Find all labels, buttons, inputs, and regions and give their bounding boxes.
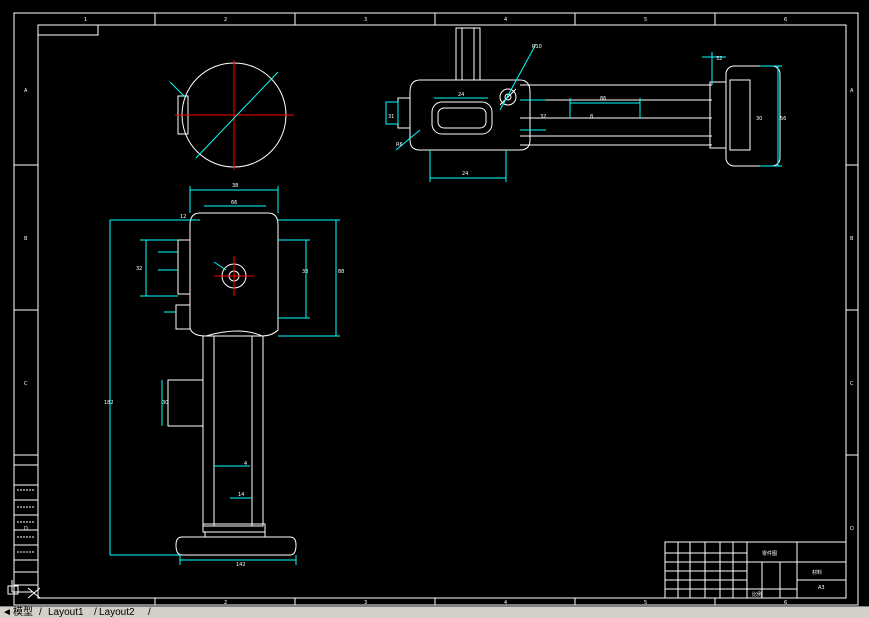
border-bottom-3: 3 [364, 600, 367, 606]
title-block-text: 零件图 材料 比例 A3 [752, 550, 825, 598]
tab-layout1[interactable]: Layout1 [48, 607, 84, 618]
dim-front-4: 88 [338, 269, 344, 275]
border-top-3: 3 [364, 17, 367, 23]
dim-front-2: 66 [231, 200, 237, 206]
dim-top-3: 30 [756, 116, 762, 122]
border-right-b: B [850, 236, 854, 242]
dim-front-1: 38 [232, 183, 238, 189]
border-bottom-2: 2 [224, 600, 227, 606]
border-right-a: A [850, 88, 854, 94]
border-bottom-5: 5 [644, 600, 647, 606]
dim-top-10: 32 [540, 114, 546, 120]
tab-separator: / [94, 607, 97, 618]
border-top-6: 6 [784, 17, 787, 23]
border-right-d: D [850, 526, 854, 532]
top-view: 24 86 30 56 R10 R6 24 8 31 32 32 [385, 27, 786, 182]
dim-front-8: 182 [104, 400, 114, 406]
title-block [664, 541, 847, 599]
tab-model[interactable]: 模型 [13, 607, 33, 618]
border-top-4: 4 [504, 17, 507, 23]
title-cell: 零件图 [762, 550, 777, 557]
front-view: 38 66 32 88 33 12 30 182 4 14 142 [104, 183, 344, 568]
border-left-d: D [24, 526, 28, 532]
border-top-5: 5 [644, 17, 647, 23]
sheet-frame [13, 12, 859, 606]
border-bottom-4: 4 [504, 600, 507, 606]
border-left-b: B [24, 236, 28, 242]
dim-top-4: 56 [780, 116, 786, 122]
dim-top-6: R6 [396, 142, 403, 148]
tab-separator: / [148, 607, 151, 618]
dim-front-10: 14 [238, 492, 244, 498]
dim-front-11: 142 [236, 562, 246, 568]
dim-top-7: 24 [458, 92, 464, 98]
border-top-1: 1 [84, 17, 87, 23]
border-left-a: A [24, 88, 28, 94]
border-right-c: C [850, 381, 854, 387]
dim-front-3: 32 [136, 266, 142, 272]
layout-tab-bar: ◄ 模型 / Layout1 / Layout2 / [0, 606, 869, 618]
tab-layout2[interactable]: Layout2 [99, 607, 135, 618]
border-top-2: 2 [224, 17, 227, 23]
dim-top-2: 86 [600, 96, 606, 102]
dim-top-11: 32 [716, 56, 722, 62]
border-labels: 1 2 3 4 5 6 2 3 4 5 6 A B C D A B C D [24, 17, 854, 606]
dim-front-9: 4 [244, 461, 247, 467]
border-left-c: C [24, 381, 28, 387]
revision-strip [13, 464, 39, 586]
circle-view [169, 60, 294, 170]
dim-top-1: 24 [462, 171, 468, 177]
tab-separator: / [39, 607, 42, 618]
material-cell: 材料 [812, 569, 822, 576]
dim-front-6: 12 [180, 214, 186, 220]
border-bottom-6: 6 [784, 600, 787, 606]
ucs-icon [7, 580, 41, 599]
tab-nav-arrows[interactable]: ◄ [2, 607, 12, 618]
dim-top-8: 8 [590, 114, 593, 120]
dim-front-5: 33 [302, 269, 308, 275]
dim-top-5: R10 [532, 44, 542, 50]
dim-top-9: 31 [388, 114, 394, 120]
sheet-cell: A3 [818, 585, 825, 591]
scale-cell: 比例 [752, 591, 762, 598]
dim-front-7: 30 [162, 400, 168, 406]
